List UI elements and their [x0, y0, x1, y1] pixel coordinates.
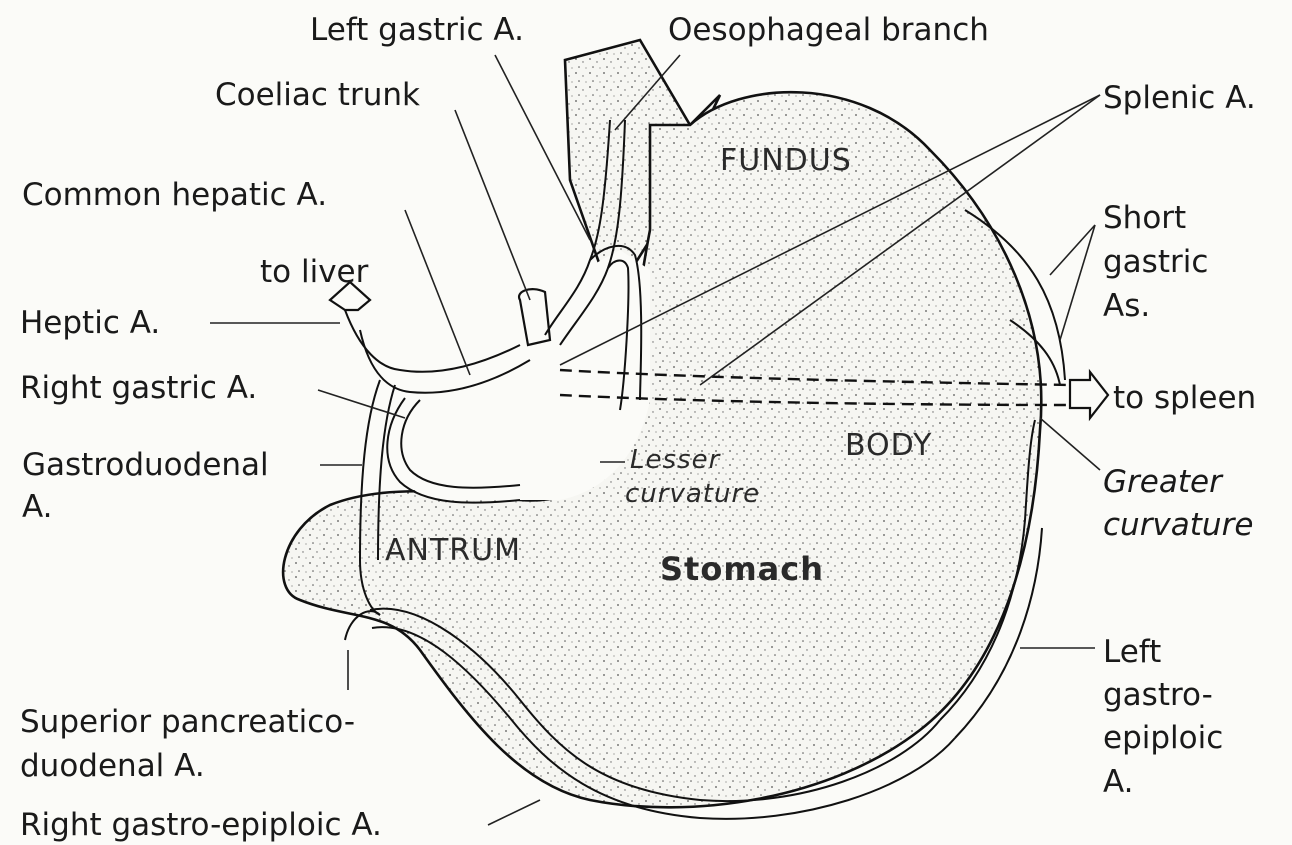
- label-short-gastric-1: Short: [1103, 200, 1186, 236]
- label-left-gastro-epiploic-2: gastro-: [1103, 677, 1213, 713]
- label-right-gastro-epiploic: Right gastro-epiploic A.: [20, 807, 382, 843]
- label-oesophageal-branch: Oesophageal branch: [668, 12, 989, 48]
- region-lesser-curvature-2: curvature: [625, 479, 760, 509]
- splenic-arrow: [1070, 372, 1108, 418]
- leader-right-gastro-epiploic: [488, 800, 540, 825]
- label-coeliac-trunk: Coeliac trunk: [215, 77, 420, 113]
- region-lesser-curvature-1: Lesser: [630, 445, 722, 475]
- label-greater-curvature-2: curvature: [1103, 507, 1253, 543]
- leader-coeliac: [455, 110, 530, 300]
- region-fundus: FUNDUS: [720, 143, 852, 178]
- label-gastroduodenal-1: Gastroduodenal: [22, 447, 269, 483]
- region-body: BODY: [845, 428, 932, 463]
- label-short-gastric-2: gastric: [1103, 244, 1208, 280]
- leader-short-gastric: [1050, 225, 1095, 275]
- label-left-gastro-epiploic-3: epiploic: [1103, 720, 1223, 756]
- label-superior-pancreatico-2: duodenal A.: [20, 748, 205, 784]
- label-common-hepatic: Common hepatic A.: [22, 177, 327, 213]
- label-heptic: Heptic A.: [20, 305, 160, 341]
- label-left-gastro-epiploic-4: A.: [1103, 764, 1134, 800]
- label-short-gastric-3: As.: [1103, 288, 1150, 324]
- leader-greater-curvature: [1040, 418, 1100, 470]
- region-antrum: ANTRUM: [385, 533, 521, 568]
- label-splenic: Splenic A.: [1103, 80, 1256, 116]
- label-left-gastric: Left gastric A.: [310, 12, 524, 48]
- label-left-gastro-epiploic-1: Left: [1103, 634, 1161, 670]
- label-to-liver: to liver: [260, 254, 369, 290]
- label-superior-pancreatico-1: Superior pancreatico-: [20, 704, 355, 740]
- label-right-gastric: Right gastric A.: [20, 370, 257, 406]
- leader-common-hepatic: [405, 210, 470, 375]
- label-to-spleen: to spleen: [1113, 380, 1256, 416]
- leader-short-gastric-2: [1060, 225, 1095, 340]
- region-stomach: Stomach: [660, 550, 824, 588]
- label-gastroduodenal-2: A.: [22, 489, 53, 525]
- label-greater-curvature-1: Greater: [1103, 464, 1224, 500]
